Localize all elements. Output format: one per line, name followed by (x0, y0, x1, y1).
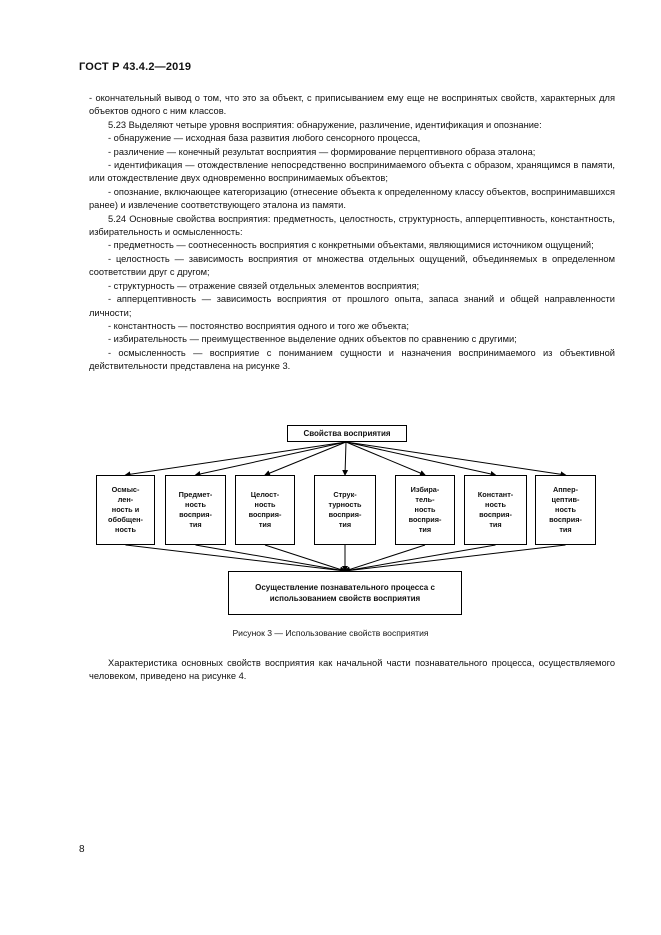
paragraph: - идентификация — отождествление непосре… (89, 160, 615, 184)
diagram-property-box: Констант- ность восприя- тия (464, 475, 527, 545)
diagram-property-box: Избира- тель- ность восприя- тия (395, 475, 455, 545)
paragraph: - обнаружение — исходная база развития л… (108, 133, 421, 144)
connector-arrow (345, 441, 497, 477)
connector-arrow (342, 441, 349, 476)
paragraph: - окончательный вывод о том, что это за … (89, 93, 615, 117)
diagram-bottom-box: Осуществление познавательного процесса с… (228, 571, 462, 615)
final-paragraph: Характеристика основных свойств восприят… (89, 657, 615, 684)
body-text: - окончательный вывод о том, что это за … (89, 92, 615, 374)
paragraph: - осмысленность — восприятие с понимание… (89, 347, 615, 372)
paragraph: - избирательность — преимущественное выд… (108, 334, 517, 345)
paragraph: 5.24 Основные свойства восприятия: предм… (89, 213, 615, 238)
connector-arrow (124, 441, 347, 478)
diagram-property-box: Целост- ность восприя- тия (235, 475, 295, 545)
connector-arrow (264, 544, 346, 573)
paragraph: Характеристика основных свойств восприят… (89, 658, 615, 682)
document-header: ГОСТ Р 43.4.2—2019 (79, 61, 192, 73)
connector-arrow (195, 544, 346, 574)
connector-arrow (345, 441, 567, 478)
paragraph: - опознание, включающее категоризацию (о… (89, 186, 615, 211)
page-number: 8 (79, 844, 85, 855)
connector-arrow (344, 544, 496, 574)
diagram-property-box: Аппер- цептив- ность восприя- тия (535, 475, 596, 545)
connector-arrow (345, 441, 426, 476)
figure-caption: Рисунок 3 — Использование свойств воспри… (232, 628, 429, 638)
paragraph: - апперцептивность — зависимость восприя… (89, 294, 615, 318)
diagram-property-box: Предмет- ность восприя- тия (165, 475, 226, 545)
connector-arrow (344, 544, 426, 573)
paragraph: 5.23 Выделяют четыре уровня восприятия: … (108, 119, 542, 130)
connector-arrow (194, 441, 347, 477)
paragraph: - различение — конечный результат воспри… (108, 146, 536, 157)
diagram-property-box: Струк- турность восприя- тия (314, 475, 376, 545)
connector-arrow (344, 544, 566, 574)
paragraph: - предметность — соотнесенность восприят… (108, 240, 594, 251)
connector-arrow (264, 441, 347, 476)
connector-arrow (125, 544, 346, 574)
paragraph: - целостность — зависимость восприятия о… (89, 253, 615, 278)
paragraph: - структурность — отражение связей отдел… (108, 280, 420, 291)
diagram-property-box: Осмыс- лен- ность и обобщен- ность (96, 475, 155, 545)
diagram-top-box: Свойства восприятия (287, 425, 407, 442)
paragraph: - константность — постоянство восприятия… (108, 320, 409, 331)
